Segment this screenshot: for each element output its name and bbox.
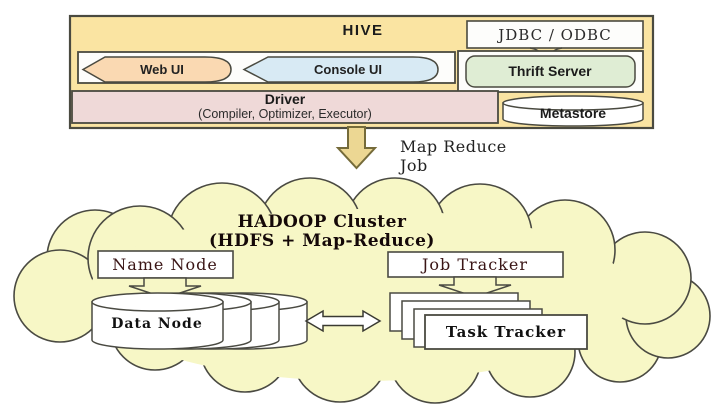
task-tracker-label: Task Tracker [446,323,566,341]
jdbc-odbc-label: JDBC / ODBC [496,26,612,44]
driver-box [71,90,499,124]
web-ui-label: Web UI [140,62,184,77]
map-reduce-label-line2: Job [398,156,428,175]
web-ui-shape [81,56,232,83]
job-tracker-label: Job Tracker [420,255,528,274]
data-node-stack: Data Node [91,292,308,350]
map-reduce-label-line1: Map Reduce [400,137,507,156]
jdbc-odbc-box [466,20,644,49]
hive-container: HIVE JDBC / ODBC Web UI Console UI Thrif… [68,14,655,130]
data-node-cylinder-front [91,301,224,350]
driver-title: Driver [265,91,306,107]
name-node-branch: Name Node Data Node [91,250,308,350]
hadoop-cluster-title: HADOOP Cluster [238,212,407,232]
data-node-label: Data Node [111,316,202,332]
name-node-down-arrow [128,277,202,299]
metastore-label: Metastore [540,105,606,121]
name-node-label: Name Node [112,255,218,274]
task-tracker-card-front [424,314,588,350]
job-tracker-branch: Job Tracker Task Tracker [387,251,588,350]
metastore-top [502,95,644,111]
data-node-cylinder-front-top [91,292,224,312]
hadoop-cluster-subtitle: (HDFS + Map-Reduce) [209,231,435,251]
console-ui-label: Console UI [314,62,382,77]
driver-components: (Compiler, Optimizer, Executor) [198,107,372,121]
hive-title: HIVE [342,22,383,39]
thrift-server-label: Thrift Server [508,63,592,79]
job-tracker-box [387,251,564,278]
metastore-cylinder: Metastore [502,95,644,127]
name-node-box [97,250,234,279]
job-tracker-down-arrow [438,276,512,298]
down-arrow [335,126,378,170]
console-ui-shape [242,56,439,83]
data-task-double-arrow [304,309,382,333]
map-reduce-flow: Map Reduce Job [335,126,507,175]
thrift-server-box [465,55,636,88]
task-tracker-stack: Task Tracker [389,292,588,350]
